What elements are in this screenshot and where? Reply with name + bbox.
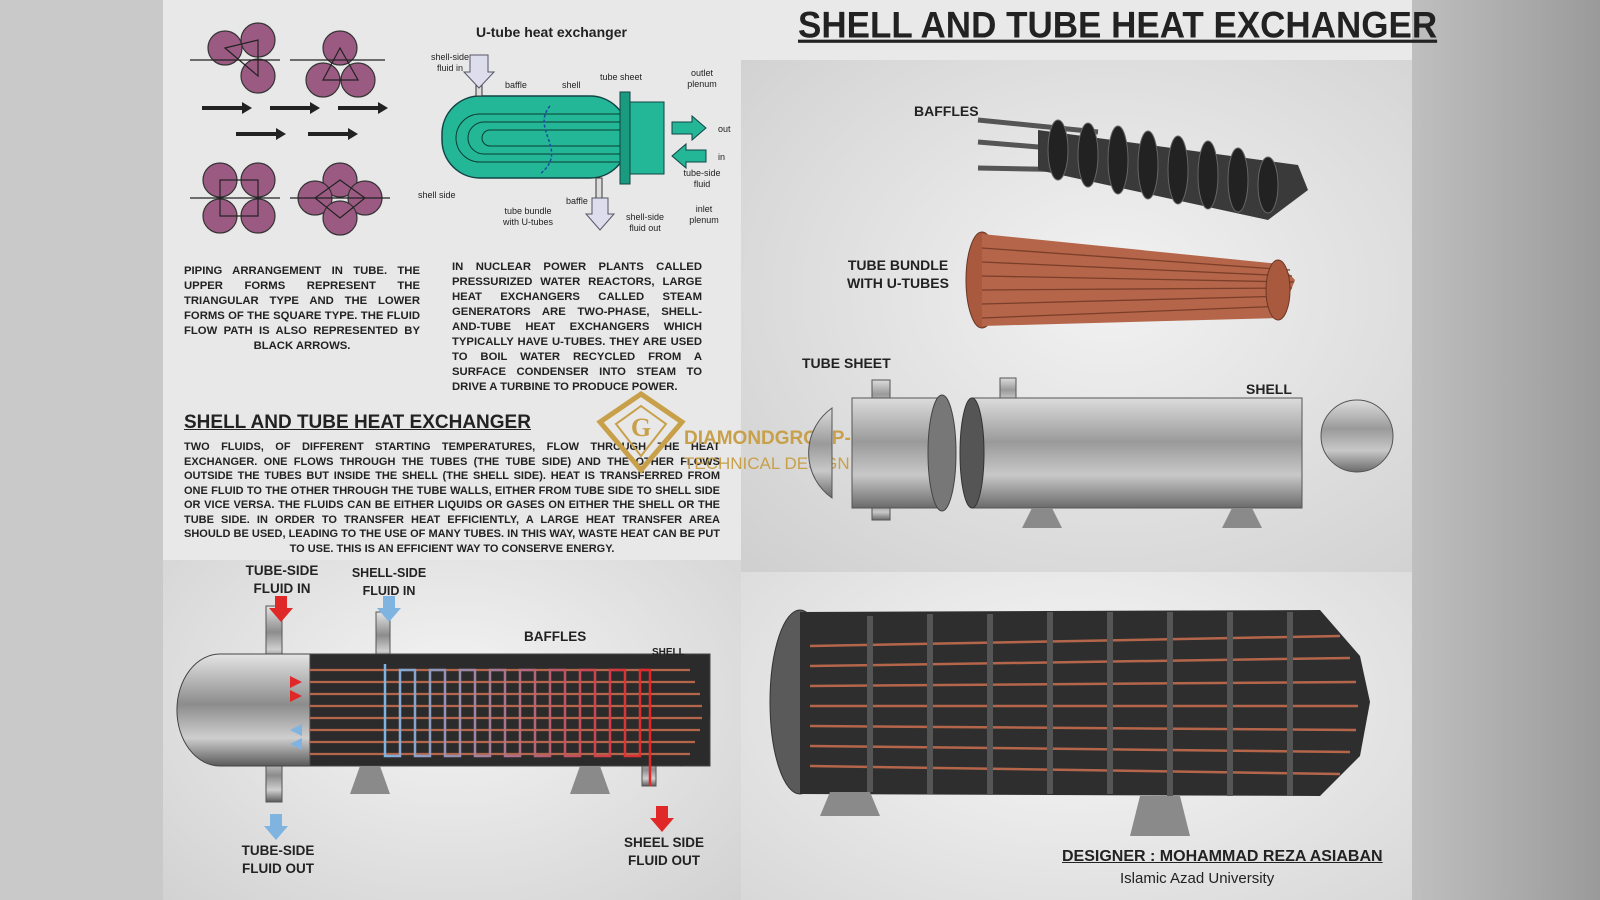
label-tube-side-out: TUBE-SIDE FLUID OUT — [241, 843, 315, 876]
utube-label-outlet-plenum: outlet plenum — [687, 68, 717, 89]
utube-label-out: out — [718, 124, 731, 134]
utube-label-shell-side-out: shell-side fluid out — [625, 212, 665, 233]
utube-diagram — [441, 54, 707, 231]
piping-description: PIPING ARRANGEMENT IN TUBE. THE UPPER FO… — [184, 265, 420, 352]
utube-label-inlet-plenum: inlet plenum — [689, 204, 719, 225]
tube-side-out-arrow-icon — [264, 814, 288, 840]
label-tube-sheet: TUBE SHEET — [802, 355, 891, 371]
label-tube-side-in: TUBE-SIDE FLUID IN — [245, 563, 319, 596]
utube-label-shell-side: shell side — [418, 190, 456, 200]
assembled-bundle-render — [769, 609, 1370, 836]
utube-label-tube-sheet: tube sheet — [600, 72, 643, 82]
utube-label-baffle-top: baffle — [505, 80, 527, 90]
section-title: SHELL AND TUBE HEAT EXCHANGER — [184, 412, 531, 433]
left-margin — [0, 0, 163, 900]
utube-label-tube-side-fluid: tube-side fluid — [683, 168, 721, 189]
label-shell-side-in: SHELL-SIDE FLUID IN — [351, 566, 427, 598]
label-shell-side-out: SHEEL SIDE FLUID OUT — [623, 835, 705, 868]
diamond-logo-icon: G — [596, 390, 686, 474]
tube-side-in-arrow-icon — [269, 596, 293, 622]
flow-cutaway-render — [176, 605, 711, 803]
utube-label-in: in — [718, 152, 726, 162]
shell-side-in-arrow-icon — [377, 596, 401, 622]
shell-exploded-render — [808, 377, 1394, 528]
designer-credit: DESIGNER : MOHAMMAD REZA ASIABAN — [1062, 848, 1383, 865]
piping-arrangement-diagram — [190, 22, 390, 236]
right-margin — [1412, 0, 1600, 900]
shell-side-out-arrow-icon — [650, 806, 674, 832]
label-flow-baffles: BAFFLES — [524, 629, 587, 644]
label-tube-bundle: TUBE BUNDLE WITH U-TUBES — [847, 257, 949, 291]
label-shell: SHELL — [1246, 381, 1292, 397]
baffles-render — [977, 117, 1308, 220]
tube-bundle-render — [965, 231, 1295, 329]
utube-label-tube-bundle: tube bundle with U-tubes — [502, 206, 554, 227]
university-name: Islamic Azad University — [1120, 870, 1275, 887]
logo-subtitle: TECHNICAL DESIGN — [684, 454, 850, 473]
utube-label-shell-side-in: shell-side fluid in — [430, 52, 470, 73]
utube-label-shell: shell — [562, 80, 581, 90]
label-flow-shell: SHELL — [652, 647, 685, 658]
utube-label-baffle-bottom: baffle — [566, 196, 588, 206]
label-baffles: BAFFLES — [914, 103, 979, 119]
utube-title: U-tube heat exchanger — [476, 24, 627, 40]
poster-title: SHELL AND TUBE HEAT EXCHANGER — [798, 5, 1438, 46]
exchanger-description: TWO FLUIDS, OF DIFFERENT STARTING TEMPER… — [184, 441, 720, 555]
svg-text:G: G — [631, 413, 651, 442]
nuclear-description: IN NUCLEAR POWER PLANTS CALLED PRESSURIZ… — [452, 261, 702, 393]
